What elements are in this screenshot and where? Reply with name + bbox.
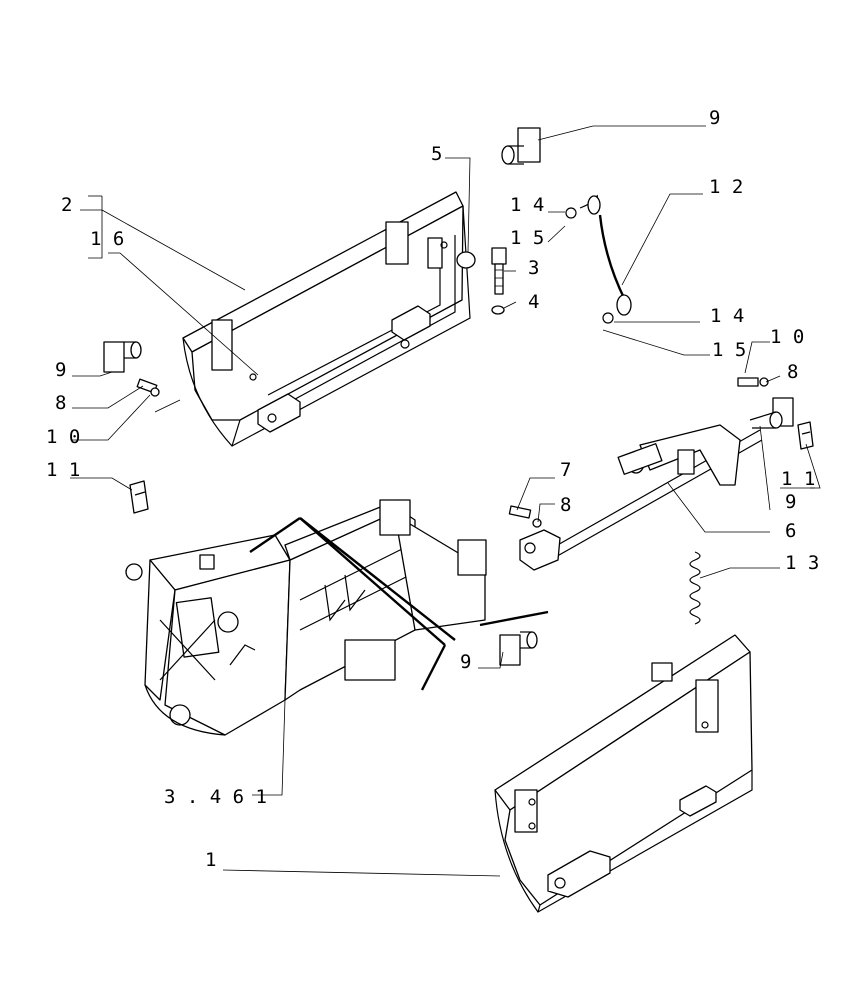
label-9-top: 9 bbox=[709, 107, 720, 129]
label-13: 1 3 bbox=[785, 552, 819, 574]
label-14-right: 1 4 bbox=[710, 305, 744, 327]
label-5: 5 bbox=[431, 143, 442, 165]
label-4: 4 bbox=[528, 291, 539, 313]
label-1: 1 bbox=[205, 849, 216, 871]
chassis-frame bbox=[125, 499, 487, 736]
label-12: 1 2 bbox=[709, 176, 743, 198]
pin-9-top bbox=[501, 127, 541, 165]
bolt-3 bbox=[491, 247, 507, 295]
label-9-mid: 9 bbox=[460, 651, 471, 673]
pin-9-left bbox=[103, 341, 142, 373]
pin-9-right bbox=[749, 397, 794, 429]
bolt-10-left bbox=[136, 378, 160, 397]
bolt-10-right bbox=[737, 377, 769, 387]
washer-4 bbox=[491, 305, 505, 315]
spring-13 bbox=[689, 551, 701, 625]
label-10-right: 1 0 bbox=[770, 326, 804, 348]
bolt-7 bbox=[508, 505, 542, 528]
label-9-left: 9 bbox=[55, 359, 66, 381]
panel-upper bbox=[182, 191, 471, 447]
label-10-left: 1 0 bbox=[46, 426, 80, 448]
label-8-right: 8 bbox=[787, 361, 798, 383]
label-15-top: 1 5 bbox=[510, 227, 544, 249]
bushing-5 bbox=[456, 251, 476, 269]
shaft-assembly bbox=[519, 424, 763, 571]
label-ref-3-461: 3 . 4 6 1 bbox=[164, 786, 267, 808]
label-8-mid: 8 bbox=[560, 494, 571, 516]
label-11-left: 1 1 bbox=[46, 459, 80, 481]
label-7: 7 bbox=[560, 459, 571, 481]
label-3: 3 bbox=[528, 257, 539, 279]
label-16: 1 6 bbox=[90, 228, 124, 250]
label-2: 2 bbox=[61, 194, 72, 216]
plate-11-left bbox=[129, 480, 149, 514]
label-11-right: 1 1 bbox=[781, 468, 815, 490]
leader-lines bbox=[70, 125, 821, 877]
plate-11-right bbox=[797, 421, 814, 450]
cable-12 bbox=[565, 194, 632, 324]
panel-lower bbox=[494, 634, 753, 913]
pin-9-mid bbox=[499, 631, 538, 666]
part-labels: 9 5 1 2 2 1 4 1 5 1 6 3 4 1 4 1 0 1 5 9 … bbox=[46, 107, 819, 871]
label-14-top: 1 4 bbox=[510, 194, 544, 216]
label-15-right: 1 5 bbox=[712, 339, 746, 361]
label-8-left: 8 bbox=[55, 392, 66, 414]
label-6: 6 bbox=[785, 520, 796, 542]
label-9-right: 9 bbox=[785, 491, 796, 513]
